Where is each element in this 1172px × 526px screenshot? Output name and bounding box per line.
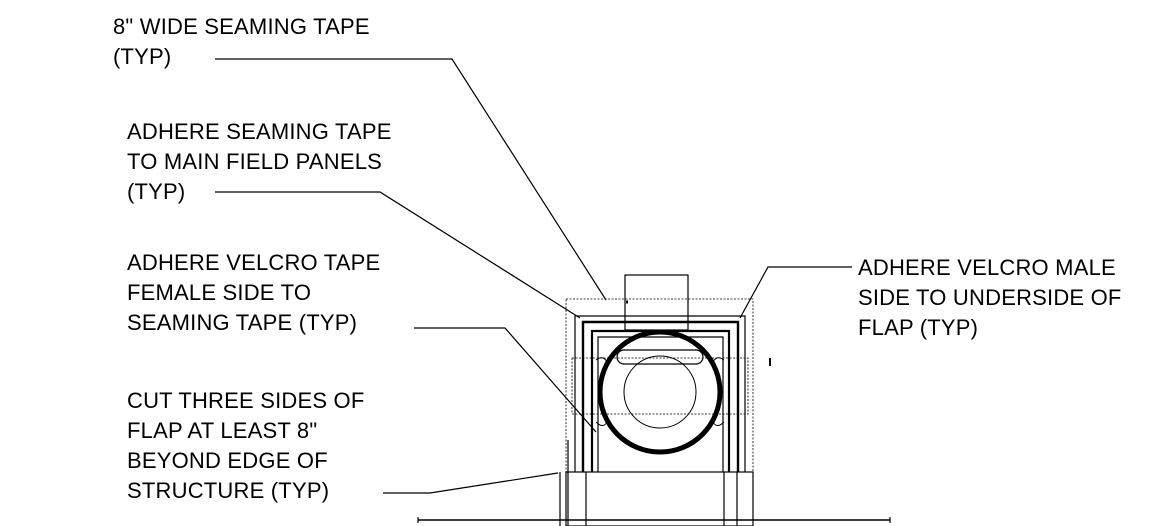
- clip-left-upper: [595, 357, 609, 365]
- leader-lines: [215, 58, 852, 494]
- callout-velcro-male: ADHERE VELCRO MALE SIDE TO UNDERSIDE OF …: [858, 255, 1122, 340]
- leader-velcro-male: [739, 266, 852, 319]
- leader-adhere-seaming: [215, 191, 581, 319]
- leader-seaming-tape: [215, 58, 607, 301]
- seaming-tape-mid: [581, 320, 740, 472]
- clip-left-lower: [595, 419, 609, 426]
- callout-seaming-tape: 8" WIDE SEAMING TAPE (TYP): [113, 14, 370, 69]
- inner-dotted-box: [571, 357, 749, 415]
- stub-slot: [616, 349, 704, 365]
- callout-velcro-female: ADHERE VELCRO TAPE FEMALE SIDE TO SEAMIN…: [127, 250, 381, 335]
- leader-velcro-female: [414, 327, 597, 433]
- flap-outline: [565, 298, 754, 473]
- callout-cut-flap: CUT THREE SIDES OF FLAP AT LEAST 8" BEYO…: [127, 388, 365, 503]
- leader-cut-flap: [383, 472, 559, 494]
- velcro-inner: [597, 336, 724, 472]
- structure-base: [565, 471, 754, 526]
- pipe-inner: [623, 355, 697, 429]
- pipe-outer: [597, 329, 723, 455]
- clip-right-lower: [711, 419, 725, 426]
- callout-adhere-seaming-tape: ADHERE SEAMING TAPE TO MAIN FIELD PANELS…: [127, 119, 392, 204]
- clip-right-upper: [711, 357, 725, 365]
- seaming-tape-outer: [574, 315, 746, 472]
